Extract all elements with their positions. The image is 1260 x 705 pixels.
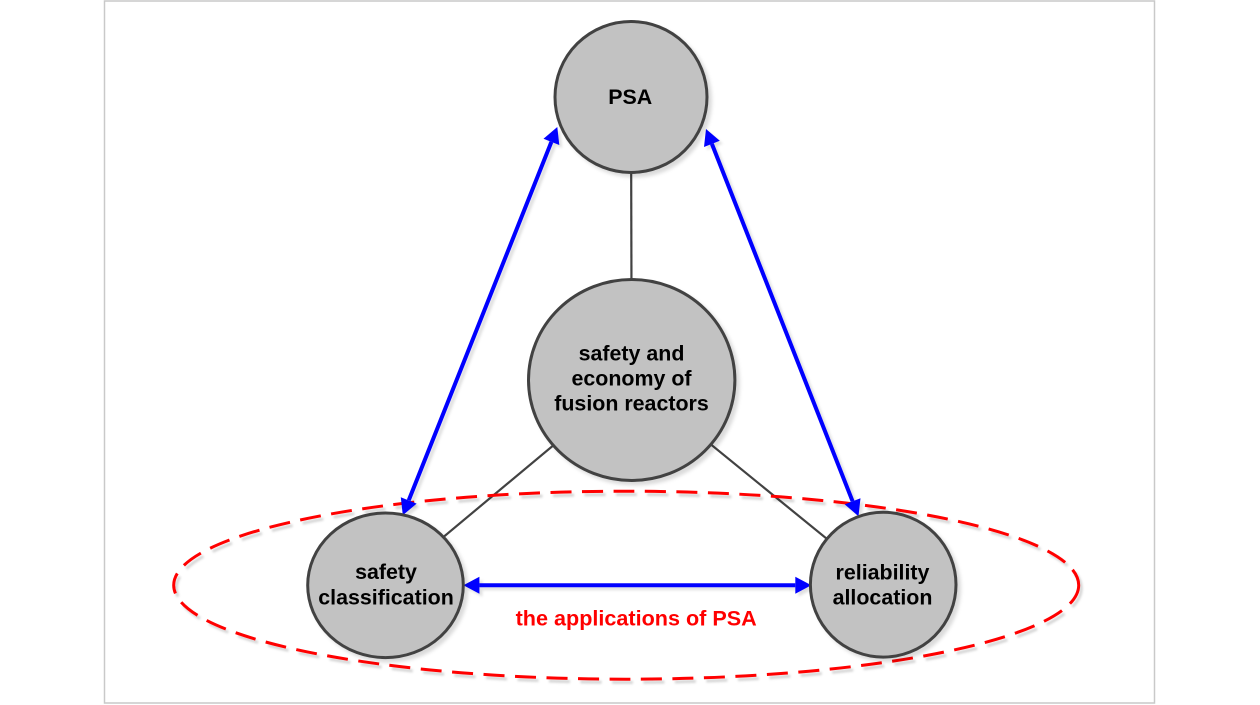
svg-text:reliability: reliability — [836, 560, 930, 584]
svg-text:classification: classification — [318, 585, 454, 609]
svg-text:safety and: safety and — [579, 341, 685, 365]
svg-text:economy of: economy of — [571, 367, 692, 391]
svg-text:safety: safety — [355, 560, 417, 584]
svg-text:allocation: allocation — [833, 586, 933, 610]
svg-text:PSA: PSA — [608, 85, 652, 109]
svg-text:the applications of PSA: the applications of PSA — [516, 605, 758, 630]
svg-text:fusion reactors: fusion reactors — [554, 392, 709, 416]
